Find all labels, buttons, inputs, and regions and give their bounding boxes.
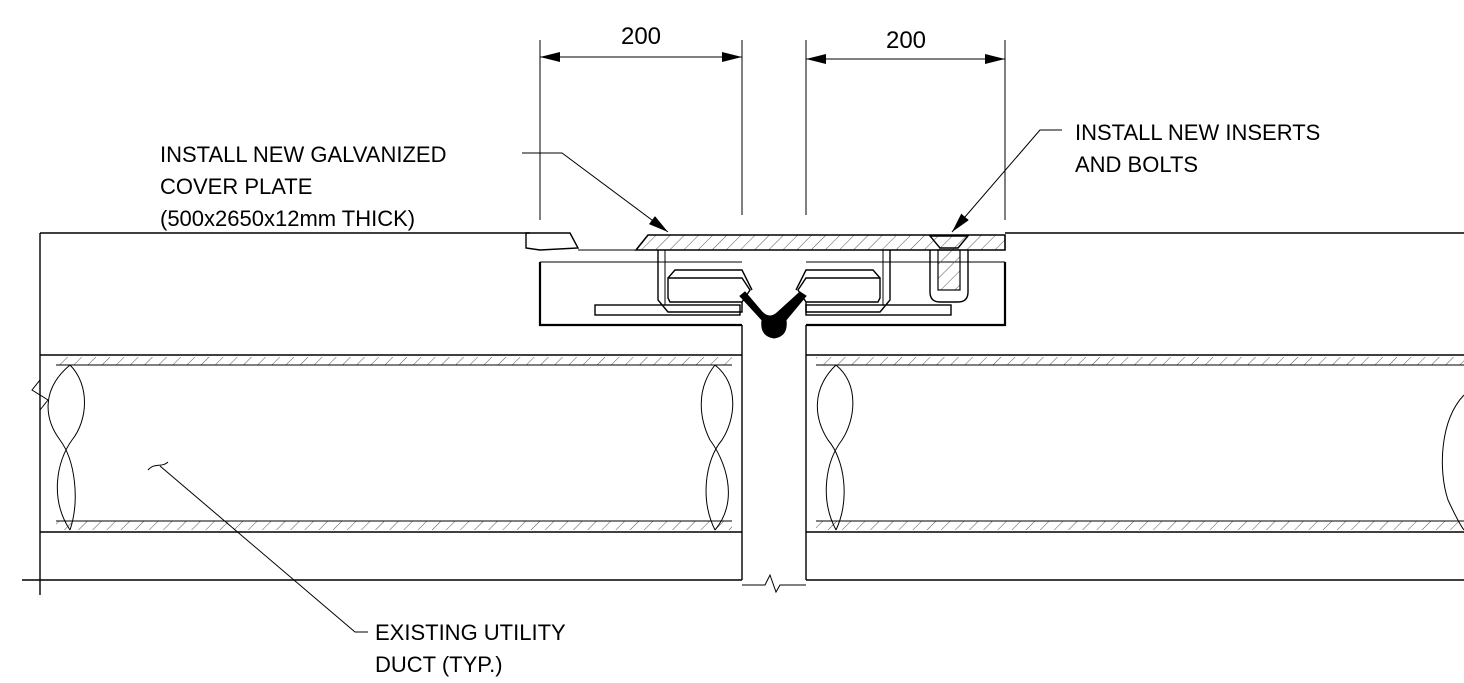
utility-duct-left	[47, 357, 734, 531]
callout-duct-line1: EXISTING UTILITY	[375, 620, 566, 645]
cover-plate	[634, 234, 1006, 251]
joint-extrusion-left	[594, 250, 753, 316]
neoprene-seal	[739, 291, 807, 339]
dimension-left	[539, 40, 743, 220]
deck-slab	[22, 232, 1464, 595]
dimension-right-label: 200	[886, 27, 926, 54]
dimension-left-label: 200	[621, 23, 661, 50]
callout-inserts-line2: AND BOLTS	[1075, 152, 1198, 177]
callout-cover-plate-line3: (500x2650x12mm THICK)	[160, 206, 415, 231]
callout-inserts-line1: INSTALL NEW INSERTS	[1075, 120, 1320, 145]
joint-blockout	[525, 232, 1007, 327]
insert-and-bolt	[928, 235, 970, 303]
utility-duct-right	[816, 357, 1464, 531]
callout-duct-line2: DUCT (TYP.)	[375, 652, 503, 677]
callout-cover-plate-line2: COVER PLATE	[160, 174, 312, 199]
callout-cover-plate-line1: INSTALL NEW GALVANIZED	[160, 142, 446, 167]
dimension-right	[805, 40, 1006, 220]
leader-inserts	[951, 129, 1062, 233]
joint-extrusion-right	[795, 250, 952, 316]
leader-cover-plate	[522, 152, 669, 233]
leader-duct	[147, 461, 368, 633]
